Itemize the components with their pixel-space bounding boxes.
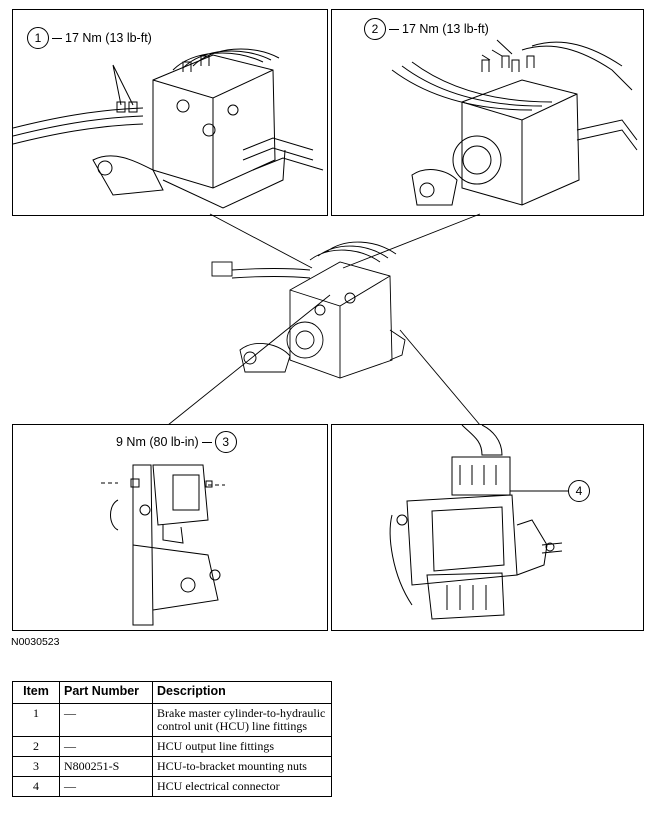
callout-leader-3 — [201, 441, 212, 443]
callout-leader-2 — [389, 28, 399, 30]
detail-panel-3: 9 Nm (80 lb-in) 3 — [12, 424, 328, 631]
cell-description: HCU output line fittings — [152, 736, 332, 757]
callout-number-1: 1 — [27, 27, 49, 49]
callout-1: 1 17 Nm (13 lb-ft) — [27, 27, 152, 49]
parts-table: Item Part Number Description 1 — Brake m… — [12, 681, 332, 797]
header-description: Description — [152, 681, 332, 704]
cell-description: HCU-to-bracket mounting nuts — [152, 756, 332, 777]
table-row: 3 N800251-S HCU-to-bracket mounting nuts — [12, 756, 332, 777]
callout-number-4: 4 — [568, 480, 590, 502]
callout-torque-1: 17 Nm (13 lb-ft) — [65, 31, 152, 45]
callout-2: 2 17 Nm (13 lb-ft) — [364, 18, 489, 40]
table-row: 4 — HCU electrical connector — [12, 776, 332, 797]
header-part-number: Part Number — [59, 681, 153, 704]
callout-torque-3: 9 Nm (80 lb-in) — [116, 435, 199, 449]
table-header-row: Item Part Number Description — [12, 681, 332, 704]
hcu-illustration-1 — [13, 48, 324, 209]
callout-torque-2: 17 Nm (13 lb-ft) — [402, 22, 489, 36]
hcu-overview-illustration — [167, 213, 481, 426]
callout-4: 4 — [568, 480, 590, 502]
detail-panel-4: 4 — [331, 424, 644, 631]
cell-item: 3 — [12, 756, 60, 777]
hcu-illustration-2 — [391, 39, 638, 206]
hcu-connector-illustration — [389, 425, 568, 620]
cell-item: 2 — [12, 736, 60, 757]
figure-id: N0030523 — [11, 636, 60, 648]
callout-number-2: 2 — [364, 18, 386, 40]
cell-item: 4 — [12, 776, 60, 797]
callout-3: 9 Nm (80 lb-in) 3 — [116, 431, 237, 453]
detail-panel-1: 1 17 Nm (13 lb-ft) — [12, 9, 328, 216]
header-item: Item — [12, 681, 60, 704]
cell-part-number: — — [59, 703, 153, 737]
cell-part-number: — — [59, 776, 153, 797]
detail-panel-2: 2 17 Nm (13 lb-ft) — [331, 9, 644, 216]
hcu-bracket-illustration — [101, 464, 225, 626]
cell-description: Brake master cylinder-to-hydraulic contr… — [152, 703, 332, 737]
callout-number-3: 3 — [214, 431, 237, 453]
table-row: 1 — Brake master cylinder-to-hydraulic c… — [12, 703, 332, 737]
table-row: 2 — HCU output line fittings — [12, 736, 332, 757]
cell-part-number: — — [59, 736, 153, 757]
cell-description: HCU electrical connector — [152, 776, 332, 797]
cell-part-number: N800251-S — [59, 756, 153, 777]
cell-item: 1 — [12, 703, 60, 737]
callout-leader-1 — [52, 37, 62, 39]
